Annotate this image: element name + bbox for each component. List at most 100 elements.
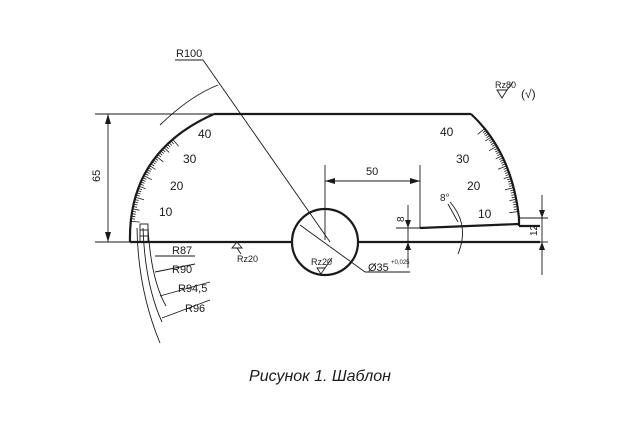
r96-label: R96 (185, 303, 205, 315)
scale-tick (513, 203, 518, 206)
r87-label: R87 (172, 245, 192, 257)
rz20-edge-label: Rz20 (237, 254, 258, 264)
rz80-general-symbol: Rz80 (√) (495, 80, 536, 101)
figure-caption: Рисунок 1. Шаблон (249, 368, 391, 385)
scale-tick (134, 201, 139, 204)
scale-tick (509, 211, 519, 214)
scale-tick (141, 179, 146, 182)
dim-8-label: 8 (396, 216, 407, 222)
scale-left-10: 10 (159, 205, 173, 219)
scale-tick (134, 199, 139, 201)
scale-ticks-left (130, 139, 179, 223)
scale-tick (140, 181, 145, 184)
scale-tick (149, 165, 156, 170)
angle-8-label: 8° (440, 193, 450, 204)
scale-tick (494, 147, 499, 151)
r100-label: R100 (176, 48, 202, 60)
scale-right-20: 20 (467, 179, 481, 193)
scale-tick (505, 173, 510, 176)
scale-tick (142, 177, 147, 180)
scale-tick (163, 147, 170, 153)
scale-tick (150, 163, 155, 167)
scale-tick (492, 143, 496, 147)
scale-tick (156, 155, 164, 163)
scale-tick (162, 148, 166, 153)
r94-5-leader: R94,5 (159, 281, 211, 297)
scale-tick (135, 194, 140, 197)
dimension-65: 65 (91, 113, 214, 243)
scale-tick (501, 163, 506, 166)
scale-tick (500, 161, 505, 164)
scale-tick (500, 159, 504, 162)
scale-tick (132, 206, 138, 208)
angle-8-dimension: 8° (440, 193, 463, 255)
scale-tick (136, 192, 141, 195)
scale-tick (485, 136, 492, 142)
diameter-leader: Ø35 +0,025 (299, 224, 410, 274)
scale-tick (131, 213, 136, 215)
scale-ticks-right (477, 128, 519, 214)
scale-tick (160, 150, 165, 154)
scale-tick (157, 154, 162, 158)
scale-tick (495, 149, 500, 153)
scale-tick (513, 206, 518, 208)
scale-tick (135, 196, 145, 201)
r100-leader: R100 (159, 48, 331, 243)
right-arc-edge (470, 113, 521, 219)
scale-tick (159, 152, 163, 156)
scale-tick (497, 165, 507, 170)
scale-tick (153, 159, 157, 163)
scale-tick (138, 187, 143, 191)
rz20-hole-symbol: Rz20 (311, 257, 333, 275)
scale-tick (133, 203, 138, 206)
scale-tick (151, 161, 156, 165)
scale-tick (146, 169, 151, 172)
scale-tick (509, 198, 517, 201)
scale-tick (507, 178, 512, 181)
scale-tick (148, 167, 153, 171)
r96-leader: R96 (161, 299, 211, 319)
scale-tick (496, 151, 501, 155)
diameter-label: Ø35 (368, 262, 389, 274)
scale-tick (165, 145, 169, 149)
dim-50-label: 50 (366, 166, 378, 178)
scale-right-10: 10 (478, 207, 492, 221)
scale-tick (504, 171, 510, 174)
scale-tick (144, 173, 149, 176)
scale-tick (170, 140, 174, 145)
scale-tick (503, 167, 508, 170)
scale-tick (511, 196, 516, 199)
scale-tick (172, 139, 179, 147)
scale-tick (507, 180, 512, 183)
scale-tick (154, 157, 159, 161)
r90-leader: R90 (154, 263, 196, 276)
scale-tick (510, 191, 515, 194)
scale-tick (483, 131, 488, 135)
scale-tick (495, 155, 503, 160)
scale-tick (511, 194, 516, 196)
scale-tick (513, 208, 518, 210)
dim-12-label: 12 (529, 224, 540, 236)
scale-tick (486, 135, 491, 139)
scale-tick (130, 220, 140, 223)
scale-tick (509, 185, 514, 187)
scale-tick (143, 175, 153, 181)
scale-tick (482, 129, 487, 134)
check-mark-symbol: (√) (521, 87, 536, 101)
dimension-8: 8 (396, 205, 420, 268)
scale-tick (512, 201, 517, 203)
center-hole-lower (290, 241, 360, 277)
scale-right-30: 30 (456, 152, 470, 166)
dimension-12: 12 (519, 195, 548, 275)
scale-tick (503, 176, 511, 180)
scale-tick (490, 142, 495, 145)
r94-5-label: R94,5 (178, 283, 207, 295)
scale-tick (138, 185, 146, 190)
scale-left-30: 30 (183, 152, 197, 166)
rz20-hole-label: Rz20 (311, 257, 332, 267)
dimension-50: 50 (324, 165, 421, 240)
rz20-edge-symbol: Rz20 (231, 241, 258, 264)
scale-tick (488, 145, 498, 152)
dim-65-label: 65 (91, 170, 103, 182)
